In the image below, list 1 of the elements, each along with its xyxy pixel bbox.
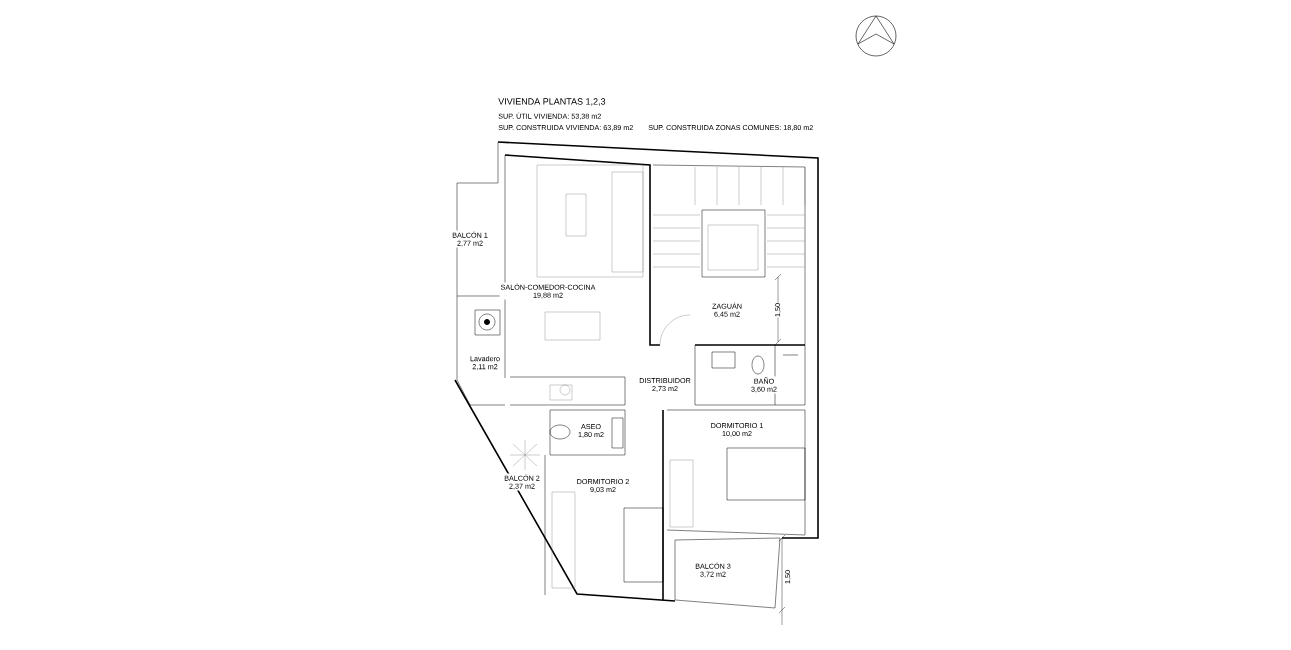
plan-title: VIVIENDA PLANTAS 1,2,3: [498, 98, 606, 106]
